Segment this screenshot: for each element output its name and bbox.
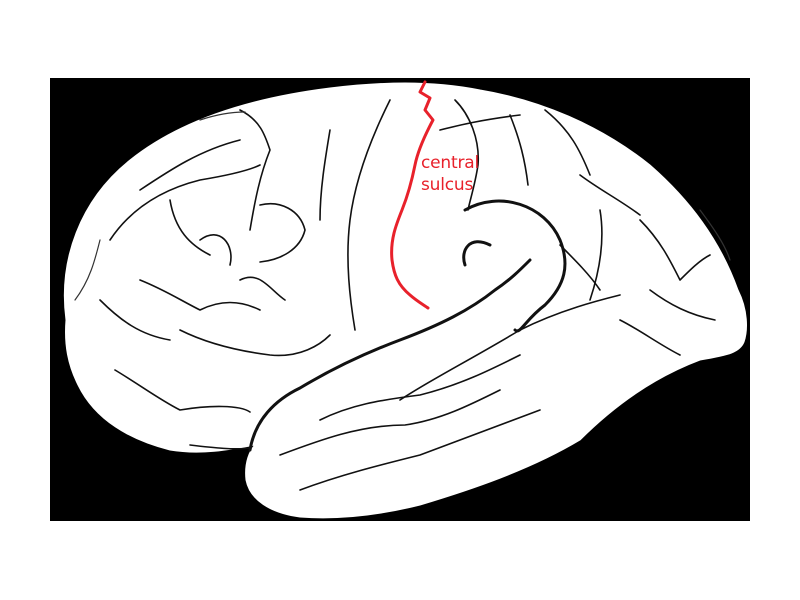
- brain-outline: [63, 82, 747, 519]
- parietal-sulcus-3: [544, 109, 591, 176]
- label-line-2: sulcus: [421, 175, 474, 195]
- lateral-fissure: [248, 258, 532, 452]
- label-line-1: central: [421, 153, 479, 173]
- frontal-sulcus-3: [169, 199, 211, 256]
- central-sulcus-label: central sulcus: [421, 152, 479, 196]
- frontal-sulcus-2: [109, 164, 261, 241]
- frontal-sulcus-1: [139, 139, 241, 191]
- frontal-sulcus-10: [179, 329, 331, 357]
- frontal-sulcus-6: [199, 234, 232, 266]
- temporal-sulcus-1: [399, 294, 621, 401]
- occipital-sulcus-4: [619, 319, 681, 356]
- temporal-sulcus-2: [319, 354, 521, 421]
- orbital-sulcus-2: [189, 444, 251, 450]
- occipital-sulcus-1: [639, 219, 711, 281]
- frontal-sulcus-8: [99, 299, 171, 341]
- temporal-sulcus-4: [299, 409, 541, 491]
- occipital-sulcus-2: [649, 289, 716, 321]
- precentral-sulcus: [347, 99, 391, 331]
- parietal-sulcus-1: [439, 114, 521, 131]
- frontal-sulcus-7: [319, 129, 331, 221]
- parietal-sulcus-2: [509, 114, 529, 186]
- frontal-sulcus-12: [199, 111, 246, 121]
- temporal-sulcus-3: [279, 389, 501, 456]
- temporal-upper-border: [462, 240, 492, 267]
- frontal-sulcus-11: [74, 239, 101, 301]
- central-sulcus-line: [390, 80, 435, 310]
- frontal-sulcus-5: [259, 203, 306, 263]
- orbital-sulcus-1: [114, 369, 251, 413]
- parietal-sulcus-6: [559, 244, 601, 291]
- frontal-sulcus-13: [239, 276, 286, 301]
- postcentral-sulcus: [454, 99, 480, 211]
- supramarginal-loop: [463, 199, 567, 333]
- frontal-sulcus-4: [239, 109, 271, 231]
- parietal-sulcus-4: [579, 174, 641, 216]
- parietal-sulcus-5: [589, 209, 603, 301]
- occipital-sulcus-3: [699, 209, 731, 261]
- frontal-sulcus-9: [139, 279, 261, 311]
